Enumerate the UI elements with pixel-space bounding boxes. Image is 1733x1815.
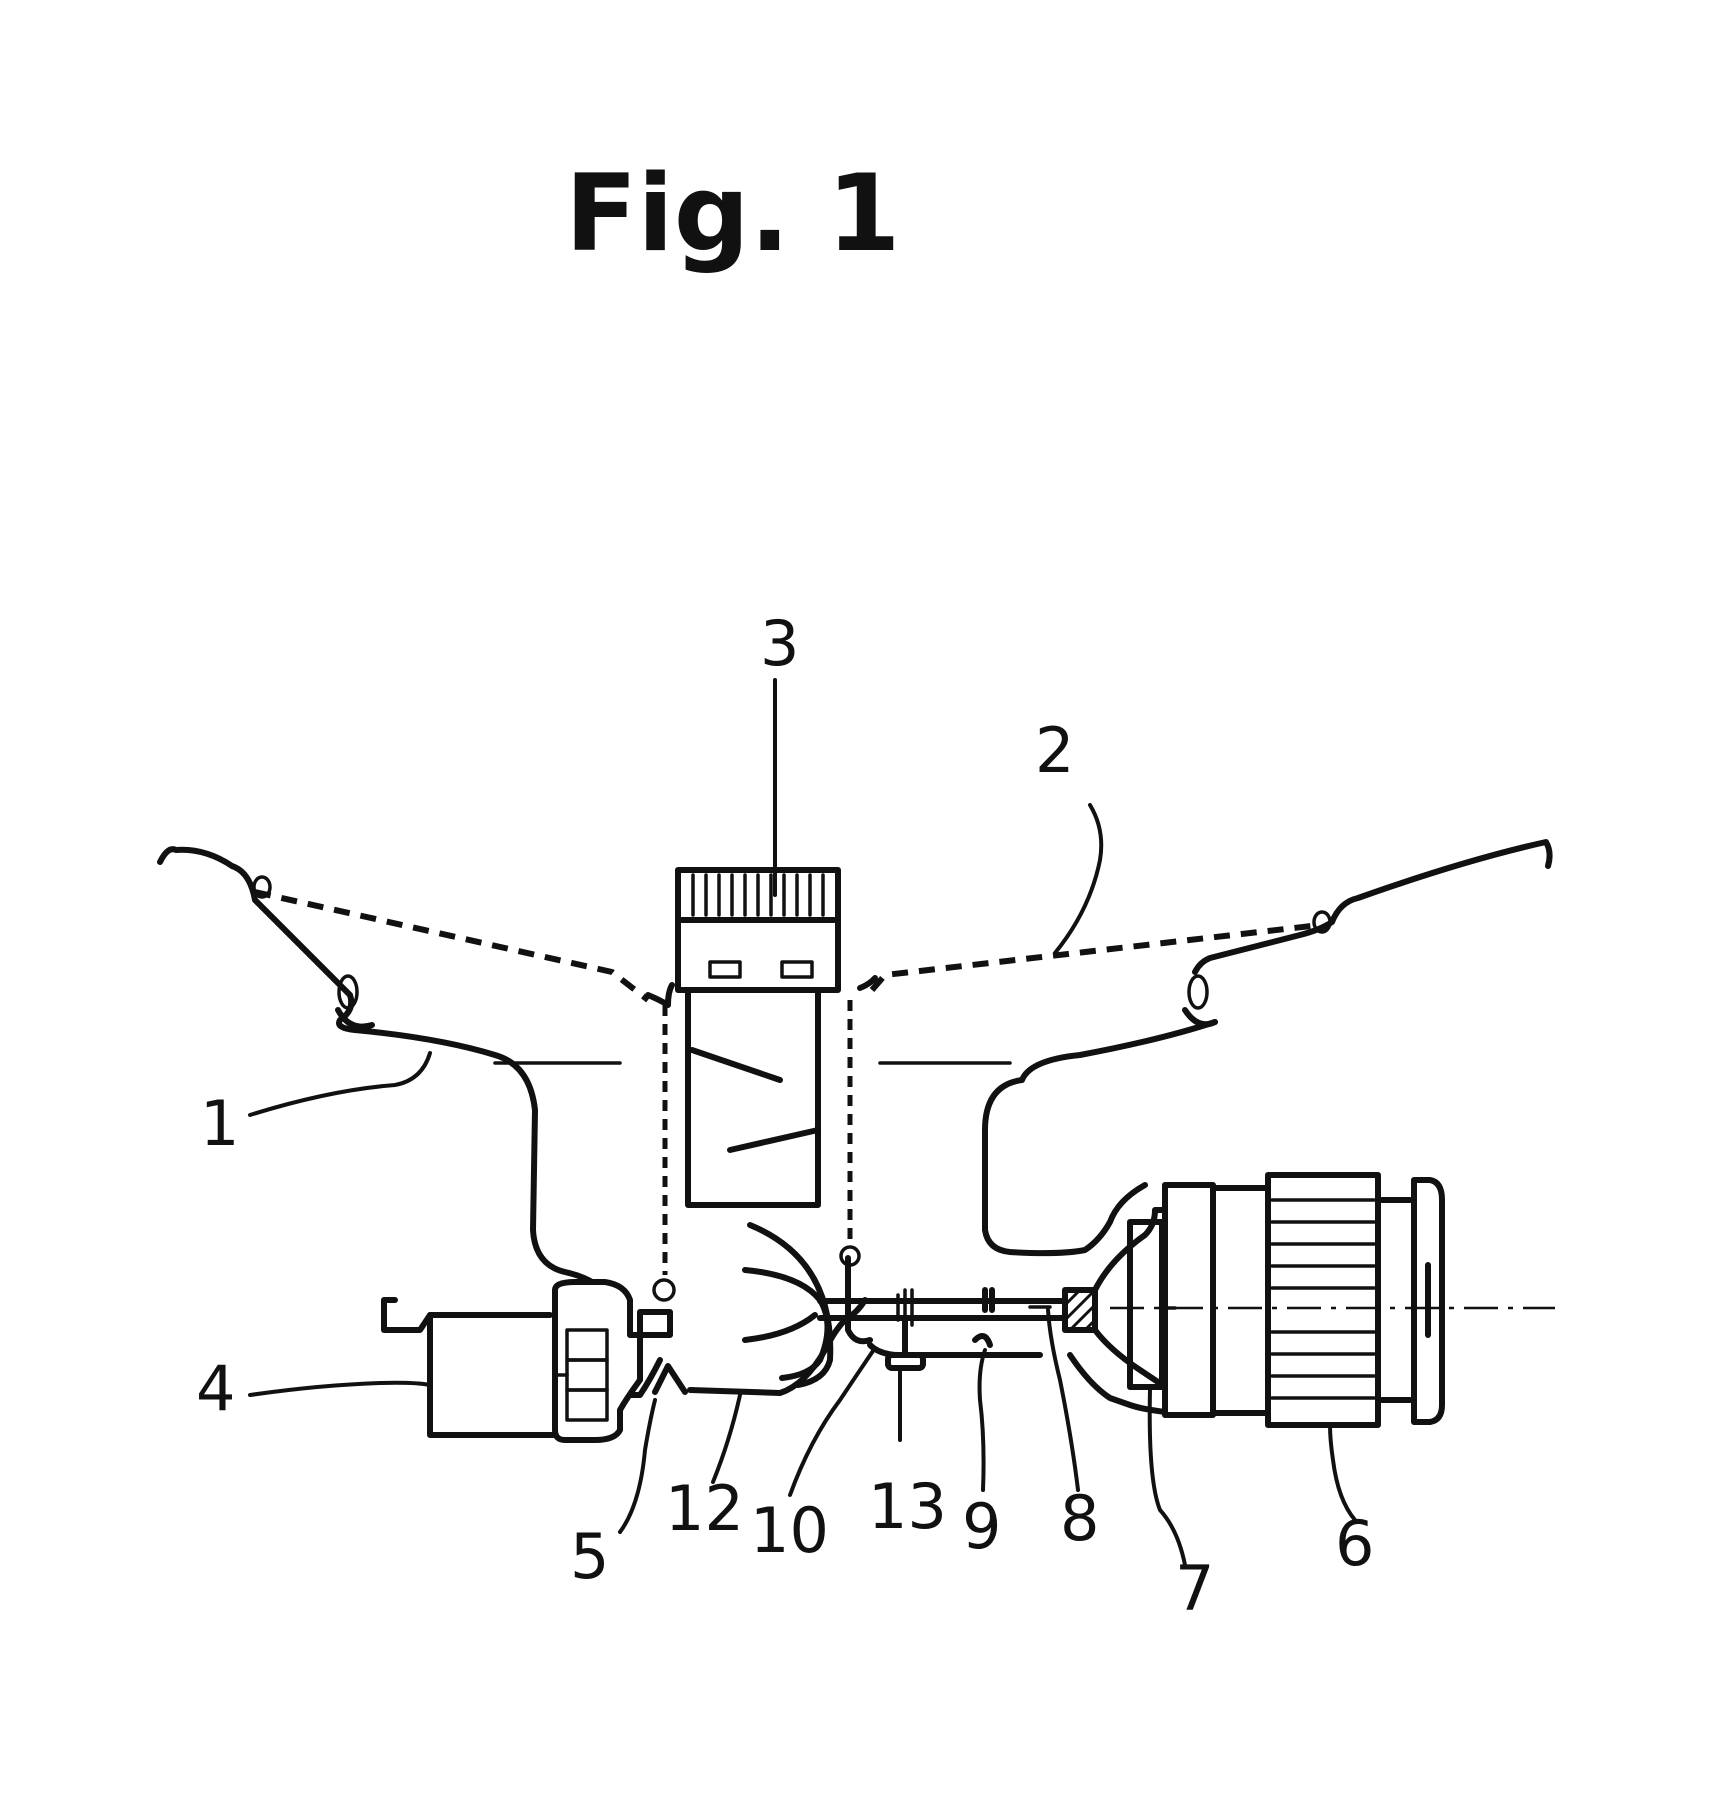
label-9: 9 — [962, 1490, 1001, 1563]
part-4-connector — [384, 1282, 670, 1440]
part-3-bulb — [648, 870, 875, 1300]
label-2: 2 — [1035, 714, 1074, 787]
label-12: 12 — [665, 1472, 744, 1545]
figure-title: Fig. 1 — [565, 152, 901, 275]
reference-numerals: 1 2 3 4 5 6 7 8 9 10 12 13 — [196, 607, 1374, 1625]
leader-lines — [250, 680, 1355, 1565]
part-6-knurled-nut — [1268, 1175, 1442, 1425]
label-3: 3 — [760, 607, 799, 680]
part-1-housing — [355, 1022, 1215, 1415]
label-7: 7 — [1175, 1552, 1214, 1625]
label-1: 1 — [200, 1087, 239, 1160]
label-13: 13 — [868, 1470, 947, 1543]
part-7-lamp-holder — [1095, 1185, 1268, 1415]
label-5: 5 — [570, 1520, 609, 1593]
label-10: 10 — [750, 1494, 829, 1567]
label-6: 6 — [1335, 1507, 1374, 1580]
part-5-wedge — [655, 1366, 685, 1392]
part-12-reflector-arcs — [745, 1225, 830, 1385]
part-2-disc — [160, 842, 1550, 1030]
label-4: 4 — [196, 1352, 235, 1425]
label-8: 8 — [1060, 1482, 1099, 1555]
